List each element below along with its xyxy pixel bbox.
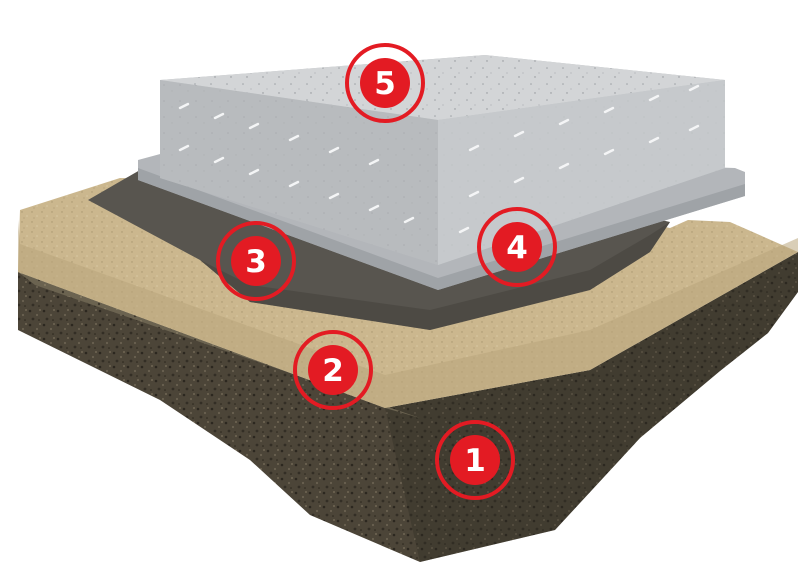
rebar-ends	[178, 84, 700, 234]
marker-3[interactable]: 3	[216, 221, 296, 301]
marker-5[interactable]: 5	[345, 43, 425, 123]
marker-2[interactable]: 2	[293, 330, 373, 410]
marker-4[interactable]: 4	[477, 207, 557, 287]
marker-1[interactable]: 1	[435, 420, 515, 500]
marker-5-label: 5	[374, 66, 396, 102]
soil-layer	[18, 252, 798, 562]
marker-4-label: 4	[506, 230, 528, 266]
concrete-slab	[160, 55, 725, 265]
marker-1-label: 1	[464, 443, 486, 479]
layer-markers: 1 2 3 4 5	[216, 43, 557, 500]
marker-3-label: 3	[245, 244, 267, 280]
marker-2-label: 2	[322, 353, 344, 389]
